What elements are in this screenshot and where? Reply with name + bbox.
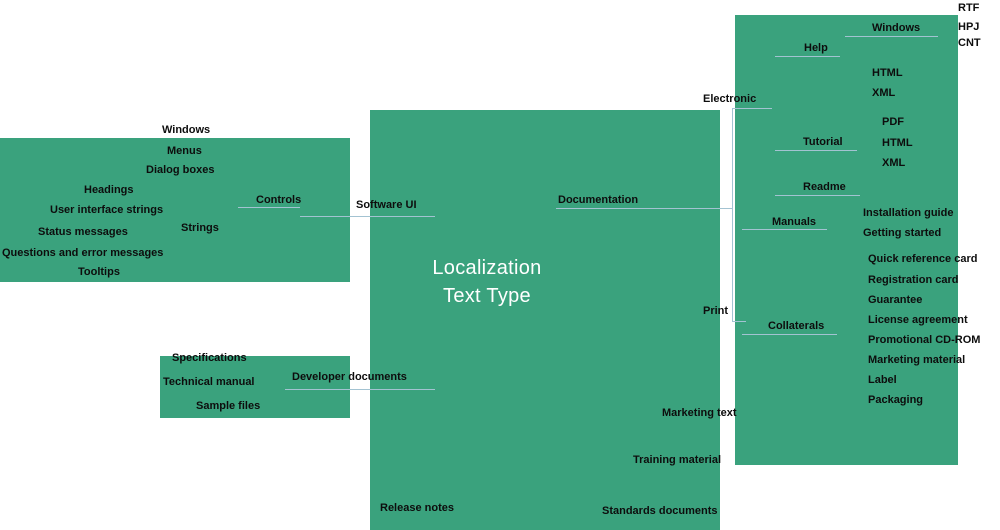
format-help-xml: XML [872,87,896,99]
branch-documentation: Documentation [558,194,639,206]
connector-line [742,334,837,335]
item-menus: Menus [167,145,202,157]
node-electronic: Electronic [703,93,757,105]
branch-release-notes: Release notes [380,502,454,514]
documentation-region [735,15,958,465]
node-controls: Controls [256,194,302,206]
item-installation-guide: Installation guide [863,207,954,219]
branch-training-material: Training material [633,454,722,466]
connector-line [775,56,840,57]
item-promotional-cdrom: Promotional CD-ROM [868,334,981,346]
node-collaterals: Collaterals [768,320,825,332]
item-sample-files: Sample files [196,400,261,412]
connector-line [845,36,938,37]
item-headings: Headings [84,184,134,196]
root-node: Localization Text Type [432,257,542,307]
root-region [370,110,720,530]
connector-line [775,195,860,196]
connector-line [556,208,732,209]
connector-line [742,229,827,230]
node-print: Print [703,305,729,317]
item-tooltips: Tooltips [78,266,120,278]
connector-line [238,207,300,208]
format-help-html: HTML [872,67,903,79]
format-tutorial-xml: XML [882,157,906,169]
node-strings: Strings [181,222,219,234]
format-hpj: HPJ [958,21,980,33]
item-user-interface-strings: User interface strings [50,204,164,216]
item-registration-card: Registration card [868,274,959,286]
connector-line [775,150,857,151]
format-cnt: CNT [958,37,981,49]
connector-line [732,108,733,322]
item-marketing-material: Marketing material [868,354,966,366]
node-tutorial: Tutorial [803,136,843,148]
connector-line [732,321,746,322]
item-dialog-boxes: Dialog boxes [146,164,215,176]
format-tutorial-pdf: PDF [882,116,904,128]
node-manuals: Manuals [772,216,817,228]
format-tutorial-html: HTML [882,137,913,149]
item-packaging: Packaging [868,394,924,406]
connector-line [300,216,435,217]
item-specifications: Specifications [172,352,247,364]
format-rtf: RTF [958,2,980,14]
item-label: Label [868,374,897,386]
item-quick-reference-card: Quick reference card [868,253,978,265]
node-help: Help [804,42,828,54]
item-guarantee: Guarantee [868,294,923,306]
branch-standards-documents: Standards documents [602,505,718,517]
developer-documents-region [160,356,350,418]
item-windows-control: Windows [162,124,211,136]
branch-software-ui: Software UI [356,199,417,211]
branch-marketing-text: Marketing text [662,407,737,419]
connector-line [285,389,435,390]
item-getting-started: Getting started [863,227,942,239]
branch-developer-documents: Developer documents [292,371,407,383]
node-help-windows: Windows [872,22,921,34]
item-status-messages: Status messages [38,226,128,238]
item-questions-error-messages: Questions and error messages [2,247,164,259]
item-technical-manual: Technical manual [163,376,255,388]
connector-line [732,108,772,109]
item-license-agreement: License agreement [868,314,968,326]
node-readme: Readme [803,181,846,193]
software-ui-region [0,138,350,282]
